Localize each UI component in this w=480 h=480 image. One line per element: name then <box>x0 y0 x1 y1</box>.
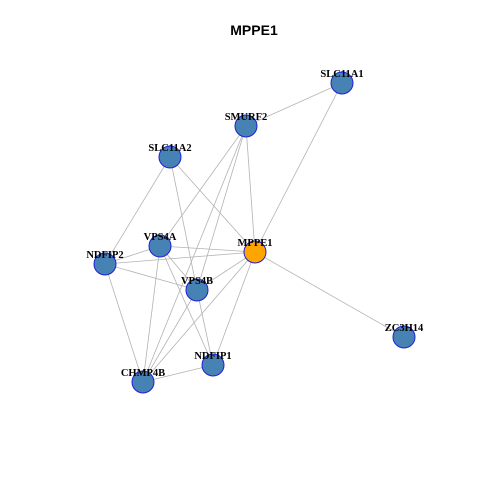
node-zc3h14[interactable] <box>392 325 416 349</box>
node-label-zc3h14: ZC3H14 <box>385 323 424 334</box>
edge-ndfip1-chmp4b <box>142 364 214 383</box>
edge-mppe1-ndfip1 <box>212 251 256 366</box>
edge-slc11a1-mppe1 <box>254 82 343 253</box>
edge-vps4b-chmp4b <box>142 289 198 383</box>
edge-vps4a-chmp4b <box>142 245 161 383</box>
node-smurf2[interactable] <box>234 114 258 138</box>
edge-mppe1-zc3h14 <box>254 251 405 338</box>
node-label-slc11a1: SLC11A1 <box>320 69 363 80</box>
edge-mppe1-chmp4b <box>142 251 256 383</box>
edge-smurf2-vps4a <box>159 125 247 247</box>
node-label-mppe1: MPPE1 <box>238 238 273 249</box>
nodes-layer <box>93 71 416 394</box>
edge-ndfip2-chmp4b <box>104 263 144 383</box>
node-label-vps4b: VPS4B <box>181 276 213 287</box>
node-vps4b[interactable] <box>185 278 209 302</box>
node-label-smurf2: SMURF2 <box>225 112 268 123</box>
edge-slc11a2-ndfip2 <box>104 156 171 265</box>
edge-vps4a-mppe1 <box>159 245 256 253</box>
edge-ndfip2-vps4b <box>104 263 198 291</box>
node-ndfip2[interactable] <box>93 252 117 276</box>
node-label-vps4a: VPS4A <box>144 232 177 243</box>
edge-mppe1-ndfip2 <box>104 251 256 265</box>
node-vps4a[interactable] <box>148 234 172 258</box>
node-label-slc11a2: SLC11A2 <box>148 143 191 154</box>
node-chmp4b[interactable] <box>131 370 155 394</box>
node-label-ndfip1: NDFIP1 <box>194 351 231 362</box>
edge-slc11a2-vps4b <box>169 156 198 291</box>
edge-slc11a2-mppe1 <box>169 156 256 253</box>
edge-vps4a-ndfip1 <box>159 245 214 366</box>
node-label-chmp4b: CHMP4B <box>121 368 165 379</box>
graph-title: MPPE1 <box>230 22 278 38</box>
edge-smurf2-mppe1 <box>245 125 256 253</box>
node-ndfip1[interactable] <box>201 353 225 377</box>
edge-vps4b-ndfip1 <box>196 289 214 366</box>
node-label-ndfip2: NDFIP2 <box>86 250 123 261</box>
edge-smurf2-chmp4b <box>142 125 247 383</box>
node-mppe1[interactable] <box>243 240 267 264</box>
node-slc11a2[interactable] <box>158 145 182 169</box>
edge-slc11a1-smurf2 <box>245 82 343 127</box>
edge-mppe1-vps4b <box>196 251 256 291</box>
node-slc11a1[interactable] <box>330 71 354 95</box>
edge-smurf2-vps4b <box>196 125 247 291</box>
